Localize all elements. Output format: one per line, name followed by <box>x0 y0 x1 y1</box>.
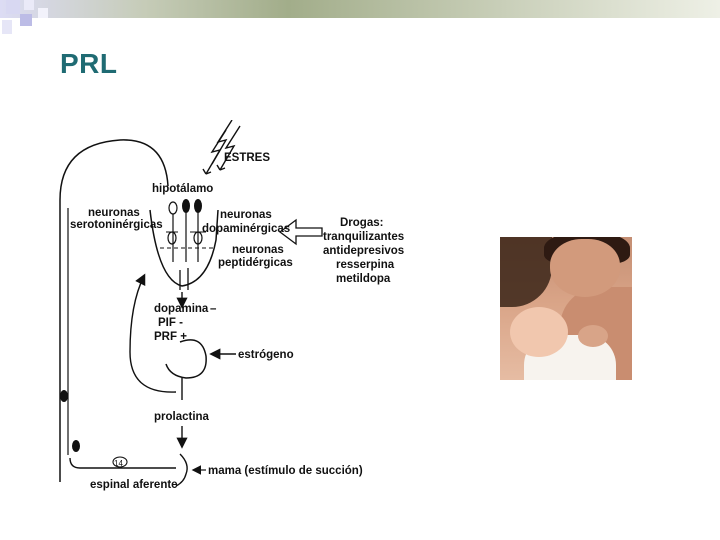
label-pif: PIF - <box>158 317 183 329</box>
label-dopamina: dopamina <box>154 303 209 315</box>
header-decorative-band <box>0 0 720 18</box>
pituitary-outline <box>166 340 206 378</box>
label-mama: mama (estímulo de succión) <box>208 465 363 477</box>
prolactin-regulation-diagram: ESTRES hipotálamo neuronas serotoninérgi… <box>40 120 420 510</box>
label-drogas-item: tranquilizantes <box>323 231 404 243</box>
label-drogas-title: Drogas: <box>340 217 383 229</box>
label-drogas-item: resserpina <box>336 259 395 271</box>
mother-breastfeeding-photo <box>500 237 632 380</box>
label-hipotalamo: hipotálamo <box>152 183 213 195</box>
pituitary-stalk <box>180 268 188 290</box>
slide-title: PRL <box>60 48 118 80</box>
label-drogas-item: metildopa <box>336 273 391 285</box>
spinal-node <box>72 440 80 452</box>
label-node: 14 <box>114 459 123 468</box>
label-neuronas-dopaminergicas: dopaminérgicas <box>202 223 290 235</box>
label-neuronas-peptidergicas: peptidérgicas <box>218 257 293 269</box>
label-espinal-aferente: espinal aferente <box>90 479 178 491</box>
label-neuronas-serotoninergicas: serotoninérgicas <box>70 219 163 231</box>
label-neuronas-serotoninergicas: neuronas <box>88 207 140 219</box>
decorative-square <box>24 0 34 10</box>
label-estres: ESTRES <box>224 152 270 164</box>
lightning-icon <box>203 120 240 174</box>
label-drogas-item: antidepresivos <box>323 245 404 257</box>
label-neuronas-dopaminergicas: neuronas <box>220 209 272 221</box>
label-neuronas-peptidergicas: neuronas <box>232 244 284 256</box>
decorative-square <box>6 0 20 14</box>
decorative-square <box>2 20 12 34</box>
label-dopamina-sign: – <box>210 303 217 315</box>
spinal-node <box>60 390 68 402</box>
decorative-square <box>20 14 32 26</box>
decorative-square <box>38 8 48 18</box>
breast-outline <box>176 454 187 486</box>
label-prolactina: prolactina <box>154 411 210 423</box>
label-estrogeno: estrógeno <box>238 349 294 361</box>
